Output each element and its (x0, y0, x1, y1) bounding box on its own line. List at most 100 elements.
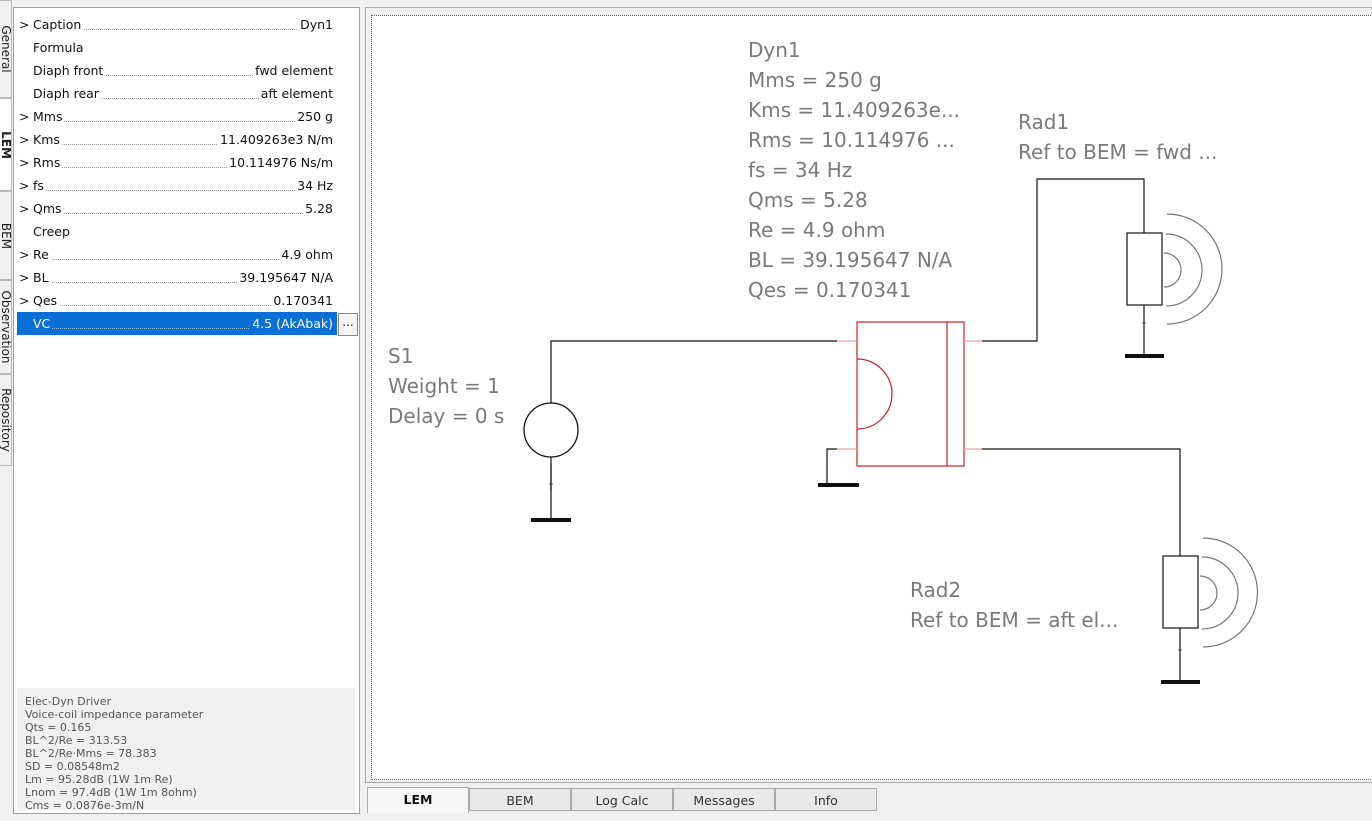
svg-text:BL = 39.195647 N/A: BL = 39.195647 N/A (748, 248, 953, 272)
property-name: Creep (33, 224, 72, 239)
svg-text:S1: S1 (388, 344, 413, 368)
property-row[interactable]: Diaph front fwd element (17, 59, 337, 82)
expand-arrow-icon[interactable]: > (19, 132, 30, 147)
property-value[interactable]: aft element (258, 86, 333, 101)
expand-arrow-icon[interactable]: > (19, 178, 30, 193)
dotted-leader (33, 144, 333, 145)
ellipsis-button[interactable]: ... (338, 313, 358, 336)
diagram-canvas[interactable]: Dyn1 Mms = 250 g Kms = 11.409263e... Rms… (371, 15, 1372, 780)
info-line: Elec-Dyn Driver (25, 695, 112, 708)
dotted-leader (33, 328, 333, 329)
property-name: VC (33, 316, 53, 331)
label-rad2: Rad2 Ref to BEM = aft el... (910, 578, 1118, 632)
property-row[interactable]: Formula (17, 36, 337, 59)
expand-arrow-icon[interactable]: > (19, 247, 30, 262)
svg-text:Weight = 1: Weight = 1 (388, 374, 500, 398)
dotted-leader (33, 167, 333, 168)
expand-arrow-icon[interactable]: > (19, 201, 30, 216)
property-value[interactable]: 0.170341 (271, 293, 333, 308)
node-dot (1142, 321, 1146, 325)
side-tab-strip: General LEM BEM Observation Repository (0, 0, 13, 821)
tab-messages[interactable]: Messages (673, 788, 775, 811)
dotted-leader (33, 98, 333, 99)
tab-log-calc[interactable]: Log Calc (571, 788, 673, 811)
property-value[interactable]: 11.409263e3 N/m (218, 132, 333, 147)
property-row[interactable]: VC 4.5 (AkAbak) (17, 312, 337, 335)
property-name: Re (33, 247, 51, 262)
property-row[interactable]: >Qms 5.28 (17, 197, 337, 220)
expand-arrow-icon[interactable]: > (19, 17, 30, 32)
property-value[interactable]: fwd element (253, 63, 333, 78)
dotted-leader (33, 190, 333, 191)
dotted-leader (33, 282, 333, 283)
side-tab-bem[interactable]: BEM (0, 191, 12, 280)
property-value[interactable]: 4.9 ohm (279, 247, 333, 262)
info-line: Qts = 0.165 (25, 721, 92, 734)
radiator-rad1-symbol (1126, 213, 1223, 325)
property-row[interactable]: >Rms 10.114976 Ns/m (17, 151, 337, 174)
side-tab-lem[interactable]: LEM (0, 98, 12, 191)
dotted-leader (33, 121, 333, 122)
svg-text:Re = 4.9 ohm: Re = 4.9 ohm (748, 218, 885, 242)
bottom-tab-strip: LEM BEM Log Calc Messages Info (365, 787, 1372, 813)
property-name: BL (33, 270, 51, 285)
property-value[interactable]: 4.5 (AkAbak) (250, 316, 333, 331)
property-value[interactable]: 39.195647 N/A (237, 270, 333, 285)
property-name: Formula (33, 40, 86, 55)
info-line: Voice-coil impedance parameter (25, 708, 204, 721)
tab-bem[interactable]: BEM (469, 788, 571, 811)
property-row[interactable]: Creep (17, 220, 337, 243)
info-line: SD = 0.08548m2 (25, 760, 120, 773)
property-row[interactable]: >Re 4.9 ohm (17, 243, 337, 266)
svg-text:fs = 34 Hz: fs = 34 Hz (748, 158, 852, 182)
property-name: Diaph rear (33, 86, 101, 101)
tab-lem[interactable]: LEM (367, 787, 469, 813)
property-name: Kms (33, 132, 62, 147)
label-dyn1: Dyn1 Mms = 250 g Kms = 11.409263e... Rms… (748, 38, 960, 302)
svg-text:Qes = 0.170341: Qes = 0.170341 (748, 278, 911, 302)
property-row[interactable]: >BL 39.195647 N/A (17, 266, 337, 289)
tab-info[interactable]: Info (775, 788, 877, 811)
wire-s1-top (550, 340, 837, 491)
info-line: Lm = 95.28dB (1W 1m Re) (25, 773, 173, 786)
info-line: BL^2/Re = 313.53 (25, 734, 128, 747)
wire-driver-ground (826, 448, 837, 484)
expand-arrow-icon[interactable]: > (19, 293, 30, 308)
svg-text:Dyn1: Dyn1 (748, 38, 801, 62)
side-tab-repository[interactable]: Repository (0, 374, 12, 466)
property-name: Qms (33, 201, 64, 216)
svg-text:Rms = 10.114976 ...: Rms = 10.114976 ... (748, 128, 955, 152)
svg-text:Rad1: Rad1 (1018, 110, 1069, 134)
expand-arrow-icon[interactable]: > (19, 155, 30, 170)
svg-text:Ref to BEM = fwd ...: Ref to BEM = fwd ... (1018, 140, 1217, 164)
property-value[interactable]: Dyn1 (298, 17, 333, 32)
expand-arrow-icon[interactable]: > (19, 109, 30, 124)
dotted-leader (33, 305, 333, 306)
svg-text:Qms = 5.28: Qms = 5.28 (748, 188, 868, 212)
dotted-leader (33, 29, 333, 30)
property-name: Diaph front (33, 63, 106, 78)
radiator-rad2-symbol (1162, 537, 1259, 648)
property-value[interactable]: 250 g (295, 109, 333, 124)
info-line: BL^2/Re·Mms = 78.383 (25, 747, 157, 760)
wire-driver-rad2 (982, 448, 1181, 556)
driver-dyn1-symbol (837, 321, 982, 467)
property-value[interactable]: 10.114976 Ns/m (227, 155, 333, 170)
side-tab-general[interactable]: General (0, 0, 12, 98)
wire-driver-rad1 (982, 178, 1145, 342)
property-name: Rms (33, 155, 63, 170)
property-value[interactable]: 34 Hz (295, 178, 333, 193)
dotted-leader (33, 213, 333, 214)
svg-text:Mms = 250 g: Mms = 250 g (748, 68, 882, 92)
source-s1-symbol (523, 402, 579, 458)
property-row[interactable]: >Kms 11.409263e3 N/m (17, 128, 337, 151)
side-tab-observation[interactable]: Observation (0, 280, 12, 374)
property-row[interactable]: Diaph rear aft element (17, 82, 337, 105)
expand-arrow-icon[interactable]: > (19, 270, 30, 285)
property-value[interactable]: 5.28 (303, 201, 333, 216)
